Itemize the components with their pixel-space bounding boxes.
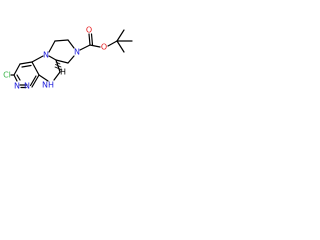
bond [67, 55, 75, 64]
nitrogen-atom: N [14, 82, 20, 91]
bond [31, 74, 40, 88]
nitrogen-atom: N [24, 82, 30, 91]
structure-canvas: Cl N N NH N H N O O [0, 0, 152, 152]
nitrogen-atom: N [74, 48, 80, 57]
molecule-drawing: Cl N N NH N H N O O [3, 26, 133, 91]
bond [107, 40, 118, 47]
bond [55, 59, 69, 64]
bond [54, 39, 69, 42]
bond [13, 74, 18, 82]
bond [90, 33, 94, 46]
bond [53, 71, 61, 81]
ester-oxygen: O [101, 43, 107, 52]
bond [89, 44, 101, 48]
bond-layer [10, 29, 133, 89]
bond [31, 61, 40, 76]
chlorine-atom: Cl [3, 71, 11, 80]
bond [29, 75, 37, 87]
bond [54, 66, 63, 71]
bond [67, 39, 75, 49]
carbonyl-oxygen: O [86, 26, 92, 35]
bond [88, 33, 91, 46]
bond [38, 74, 49, 82]
bond [21, 64, 32, 68]
bond [13, 63, 21, 76]
bond [116, 29, 125, 42]
atom-layer: Cl N N NH N H N O O [3, 26, 107, 91]
bond [55, 64, 62, 68]
nh-group: NH [42, 81, 54, 90]
bond [48, 40, 56, 53]
bond [55, 61, 61, 65]
nitrogen-atom: N [43, 51, 49, 60]
bond [16, 74, 21, 81]
bond [116, 40, 125, 53]
bond [48, 55, 57, 61]
stereo-hydrogen: H [60, 68, 66, 77]
bond [31, 55, 44, 63]
bond [19, 61, 33, 65]
bond [79, 44, 91, 51]
